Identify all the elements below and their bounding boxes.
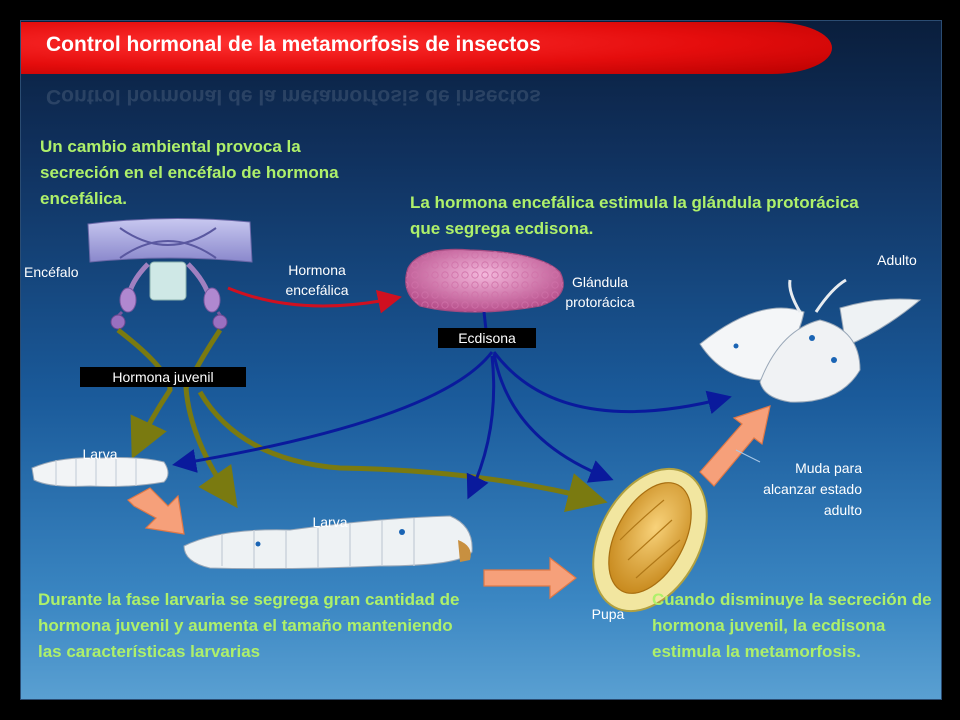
small-larva-label: Larva [82,446,118,462]
gland-label: Glándula protorácica [565,274,635,310]
juvenile-hormone-arrows [116,328,608,512]
pupa-illustration [592,467,708,613]
brain-label: Encéfalo [24,264,79,280]
molt-pointer [735,449,761,463]
brain-step-text: Un cambio ambiental provoca la secreción… [40,137,339,208]
prothoracic-gland-illustration [405,248,564,331]
large-larva-label: Larva [312,514,348,530]
juvenile-hormone-label: Hormona juvenil [80,367,246,387]
title-banner [20,22,832,74]
small-larva-illustration [31,457,169,487]
gland-step-text: La hormona encefálica estimula la glándu… [410,193,859,238]
large-larva-illustration [183,515,473,570]
metamorphosis-text: Cuando disminuye la secreción de hormona… [652,590,932,661]
brain-hormone-label: Hormona encefálica [285,262,349,298]
slide-title: Control hormonal de la metamorfosis de i… [46,33,541,56]
pupa-label: Pupa [591,606,625,622]
brain-illustration [87,217,253,330]
stage-arrows [127,405,771,600]
larval-phase-text: Durante la fase larvaria se segrega gran… [38,590,460,661]
adult-moth-illustration [699,278,922,403]
ecdysone-arrows [172,351,732,500]
brain-hormone-arrow [227,286,402,314]
adult-label: Adulto [877,252,917,268]
molt-label: Muda para alcanzar estado adulto [763,460,862,518]
ecdysone-label: Ecdisona [438,328,536,348]
